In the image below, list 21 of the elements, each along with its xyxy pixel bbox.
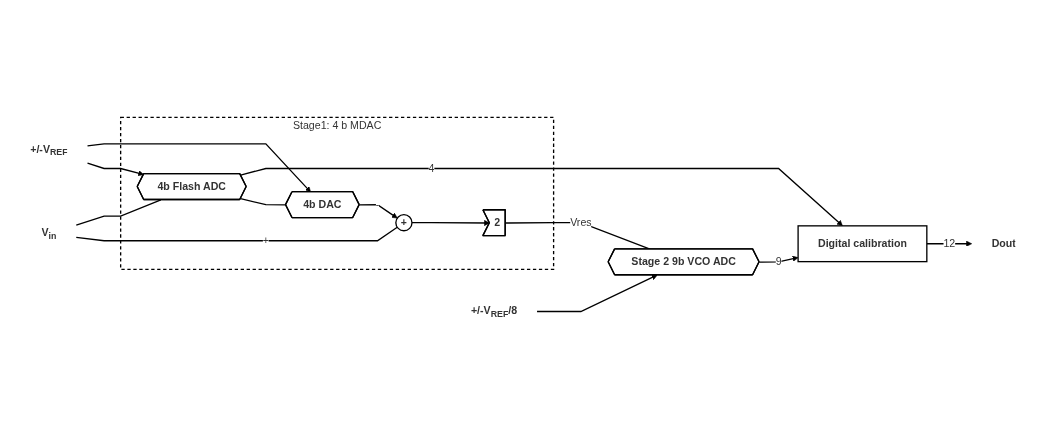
arrow [536,274,658,312]
node-text: +/-V$_{REF}$ [30,143,68,158]
arrow [86,142,311,192]
edge-label: 9 [775,255,782,267]
edge-label: 4 [428,162,435,174]
node-box: Digital calibration [797,224,928,262]
edge-label: Vres [570,216,592,228]
node-text: +/-V$_{REF}$/8 [470,304,518,319]
node-text: V$_{in}$ [41,226,57,241]
connector [75,198,162,226]
arrow [239,167,843,226]
edge-label: + [262,234,269,246]
arrow [758,255,799,263]
node-text: Dout [991,237,1016,249]
edge-label: 12 [943,237,956,249]
edge-label: - [375,198,380,210]
node-circle: + [395,213,413,231]
arrow [358,203,398,218]
connector [75,226,398,241]
arrow [86,162,144,176]
arrow [411,219,490,226]
